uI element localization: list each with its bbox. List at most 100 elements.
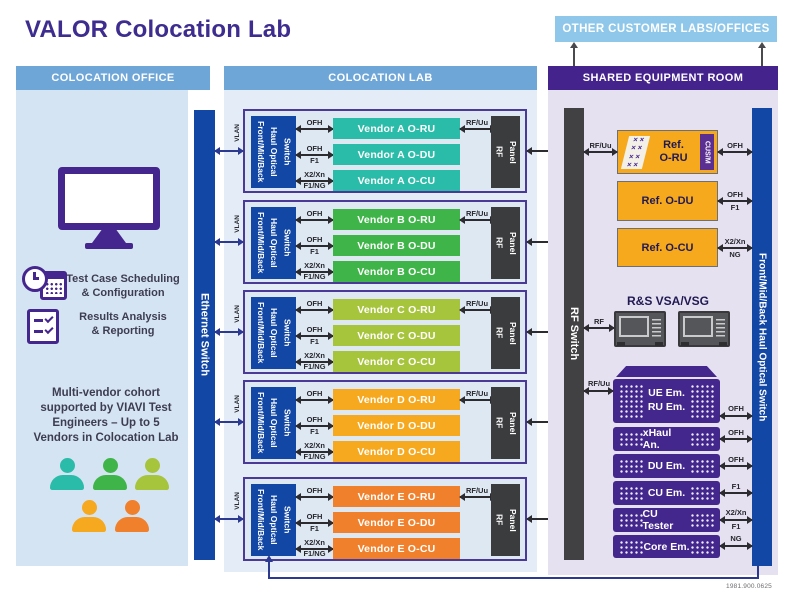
vent-dots: [690, 432, 714, 446]
cu-tester-box: CU Tester: [613, 508, 720, 532]
du-emulator-box: DU Em.: [613, 454, 720, 478]
link-label-f1: F1: [310, 427, 319, 436]
vent-dots: [619, 513, 643, 527]
core-emulator-box: Core Em.: [613, 535, 720, 558]
link-arrow: [295, 422, 334, 430]
link-arrow: [295, 125, 334, 133]
link-label-ng: NG: [730, 534, 742, 543]
checklist-icon: [27, 309, 59, 344]
link-label-rfuu: RF/Uu: [465, 209, 489, 218]
arrow-up-icon: [265, 555, 273, 562]
ref-odu-box: Ref. O-DU: [617, 181, 718, 221]
link-arrow: [295, 268, 334, 276]
link-label-x2xn: X2/Xn: [725, 508, 747, 517]
link-arrow: [295, 493, 334, 501]
link-label-ofh: OFH: [306, 325, 323, 334]
link-label-x2xn: X2/Xn: [304, 538, 325, 547]
link-label-rfuu: RF/Uu: [465, 486, 489, 495]
link-arrow: [295, 448, 334, 456]
arrow-up-icon: [570, 42, 578, 48]
person-icon: [115, 500, 149, 532]
rf-panel: RF Panel: [491, 387, 520, 459]
vendor-e-optical-switch: Front/Mid/Back Haul Optical Switch: [251, 484, 296, 556]
vent-dots: [689, 539, 714, 554]
vendor-e-ocu-box: Vendor E O-CU: [333, 538, 460, 559]
xhaul-analyzer-box: xHaul An.: [613, 427, 720, 451]
link-label-ng: NG: [729, 250, 741, 259]
vendor-c-optical-switch: Front/Mid/Back Haul Optical Switch: [251, 297, 296, 369]
rf-panel: RF Panel: [491, 116, 520, 188]
signal-generator-icon: [678, 311, 730, 347]
link-label-ofh: OFH: [306, 299, 323, 308]
link-label-x2xn: X2/Xn: [304, 351, 325, 360]
vendor-d-ocu-box: Vendor D O-CU: [333, 441, 460, 462]
link-arrow: [295, 242, 334, 250]
colocation-lab-header: COLOCATION LAB: [224, 66, 537, 90]
link-arrow: [583, 148, 618, 156]
other-customer-labs-header: OTHER CUSTOMER LABS/OFFICES: [555, 16, 777, 42]
document-number: 1981.900.0625: [726, 583, 772, 590]
feature-line: Results Analysis: [79, 311, 167, 323]
shared-equipment-room-header: SHARED EQUIPMENT ROOM: [548, 66, 778, 90]
rf-switch-label: RF Switch: [568, 307, 580, 361]
note-line: Engineers – Up to 5: [52, 416, 160, 429]
vendor-b-oru-box: Vendor B O-RU: [333, 209, 460, 230]
link-arrow: [295, 358, 334, 366]
link-label-f1: F1: [731, 482, 741, 491]
connector-line: [573, 47, 575, 66]
vendor-b-optical-switch: Front/Mid/Back Haul Optical Switch: [251, 207, 296, 279]
vendor-e-group: VLAN Front/Mid/Back Haul Optical Switch …: [234, 477, 527, 561]
rf-panel: RF Panel: [491, 484, 520, 556]
return-connector: [757, 566, 759, 579]
link-arrow: [583, 324, 615, 332]
vendor-c-odu-box: Vendor C O-DU: [333, 325, 460, 346]
vendor-c-oru-box: Vendor C O-RU: [333, 299, 460, 320]
link-label-ofh: OFH: [727, 141, 743, 150]
vendor-b-ocu-box: Vendor B O-CU: [333, 261, 460, 282]
link-arrow: [719, 489, 753, 497]
feature-line: & Configuration: [81, 286, 165, 299]
link-arrow: [717, 148, 753, 156]
link-arrow: [295, 177, 334, 185]
vent-dots: [690, 486, 714, 500]
ue-ru-emulator-box: UE Em.RU Em.: [613, 379, 720, 423]
person-icon: [135, 458, 169, 490]
link-label-ofh: OFH: [306, 235, 323, 244]
link-arrow: [295, 396, 334, 404]
link-label-x2xn: X2/Xn: [304, 441, 325, 450]
link-arrow: [719, 412, 753, 420]
link-label-f1: F1: [310, 524, 319, 533]
ethernet-link-arrow: [214, 147, 244, 155]
person-icon: [50, 458, 84, 490]
link-arrow: [719, 435, 753, 443]
vent-dots: [619, 539, 643, 554]
ethernet-link-arrow: [214, 238, 244, 246]
link-label-ofh: OFH: [728, 404, 744, 413]
link-label-ofh: OFH: [306, 209, 323, 218]
link-label-f1ng: F1/NG: [303, 362, 326, 371]
link-label-x2xn: X2/Xn: [304, 261, 325, 270]
monitor-stand: [92, 230, 126, 243]
link-arrow: [717, 197, 753, 205]
ethernet-link-arrow: [214, 418, 244, 426]
ethernet-link-arrow: [214, 515, 244, 523]
link-arrow: [295, 332, 334, 340]
vendor-d-odu-box: Vendor D O-DU: [333, 415, 460, 436]
link-label-rfuu: RF/Uu: [465, 118, 489, 127]
link-arrow: [583, 387, 614, 395]
note-line: Vendors in Colocation Lab: [33, 431, 179, 444]
vendor-a-ocu-box: Vendor A O-CU: [333, 170, 460, 191]
server-stack-top: [616, 366, 717, 377]
ethernet-link-arrow: [214, 328, 244, 336]
person-icon: [93, 458, 127, 490]
vendor-d-optical-switch: Front/Mid/Back Haul Optical Switch: [251, 387, 296, 459]
vendor-b-group: VLAN Front/Mid/Back Haul Optical Switch …: [234, 200, 527, 284]
link-label-f1ng: F1/NG: [303, 181, 326, 190]
cusm-tag: CUS/M: [700, 134, 714, 170]
return-connector: [268, 577, 759, 579]
link-arrow: [295, 306, 334, 314]
link-arrow: [295, 545, 334, 553]
vent-dots: [690, 459, 714, 473]
link-label-f1: F1: [310, 337, 319, 346]
